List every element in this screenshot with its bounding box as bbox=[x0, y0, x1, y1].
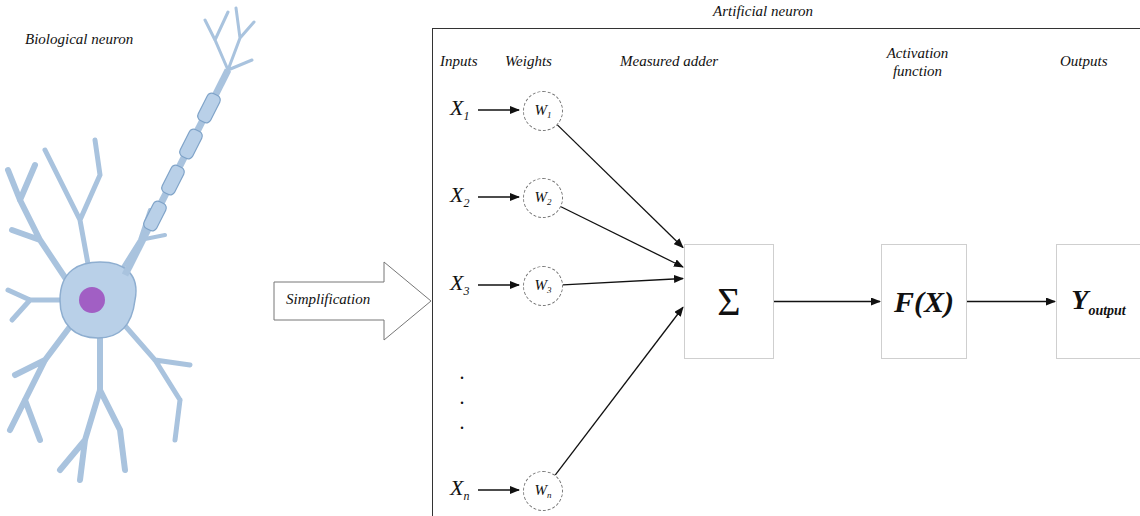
myelin-segment bbox=[142, 199, 168, 232]
dendrite bbox=[8, 290, 65, 320]
output-box: Youtput bbox=[1056, 244, 1140, 359]
column-header: Weights bbox=[505, 52, 575, 70]
node-label: W1 bbox=[535, 103, 552, 120]
axon bbox=[125, 70, 228, 275]
input-arrow bbox=[478, 489, 519, 490]
illustration-title: Biological neuron bbox=[25, 30, 195, 48]
node-label: Youtput bbox=[1071, 286, 1125, 318]
simplification-arrow: Simplification bbox=[274, 262, 432, 340]
weight-circle: W2 bbox=[523, 178, 563, 218]
myelin-segment bbox=[196, 91, 222, 124]
dendrite bbox=[10, 320, 75, 440]
ellipsis-dot: . bbox=[455, 385, 469, 409]
weight-circle: W3 bbox=[523, 266, 563, 306]
input-label: Xn bbox=[450, 477, 480, 502]
dendrites bbox=[8, 140, 190, 480]
arrow-outline-path bbox=[274, 262, 431, 340]
column-header: Inputs bbox=[440, 52, 500, 70]
node-label: Σ bbox=[717, 282, 740, 322]
input-arrow bbox=[478, 284, 519, 285]
dendrite bbox=[60, 330, 125, 480]
connector-arrow bbox=[561, 207, 683, 267]
connector-arrow bbox=[774, 301, 880, 302]
node-label: Simplification bbox=[286, 291, 370, 308]
connector-arrow bbox=[557, 125, 683, 248]
dendrite bbox=[120, 320, 190, 440]
input-arrow bbox=[478, 196, 519, 197]
axon-terminals bbox=[205, 8, 254, 70]
weight-circle: W1 bbox=[523, 91, 563, 131]
artificial-neuron-frame: Artificial neuronW1W2W3WnΣF(X)Youtput bbox=[432, 28, 1140, 516]
ellipsis-dot: . bbox=[455, 360, 469, 384]
input-arrows bbox=[478, 110, 519, 490]
node-label: W2 bbox=[535, 190, 552, 207]
input-label: X1 bbox=[450, 97, 480, 122]
input-arrow bbox=[478, 109, 519, 110]
dendrite bbox=[45, 140, 100, 275]
myelin-segment bbox=[178, 127, 204, 160]
connector-arrow bbox=[967, 301, 1055, 302]
connector-arrow bbox=[555, 307, 683, 475]
terminal-branch bbox=[205, 8, 254, 70]
frame-title: Artificial neuron bbox=[613, 3, 913, 20]
column-header: Measured adder bbox=[620, 52, 750, 70]
myelin-sheath bbox=[142, 91, 222, 232]
nucleus bbox=[79, 287, 105, 313]
neuron-illustration bbox=[0, 0, 260, 516]
adder-box: Σ bbox=[684, 244, 774, 359]
node-label: F(X) bbox=[894, 287, 954, 317]
myelin-segment bbox=[160, 163, 186, 196]
activation-box: F(X) bbox=[881, 244, 967, 359]
weight-circle: Wn bbox=[523, 471, 563, 511]
column-header: Outputs bbox=[1060, 52, 1130, 70]
node-label: W3 bbox=[535, 278, 552, 295]
ellipsis-dot: . bbox=[455, 410, 469, 434]
column-header: Activation function bbox=[870, 44, 965, 80]
connector-arrow bbox=[563, 279, 683, 285]
node-label: Wn bbox=[535, 483, 552, 500]
input-label: X2 bbox=[450, 184, 480, 209]
input-label: X3 bbox=[450, 272, 480, 297]
